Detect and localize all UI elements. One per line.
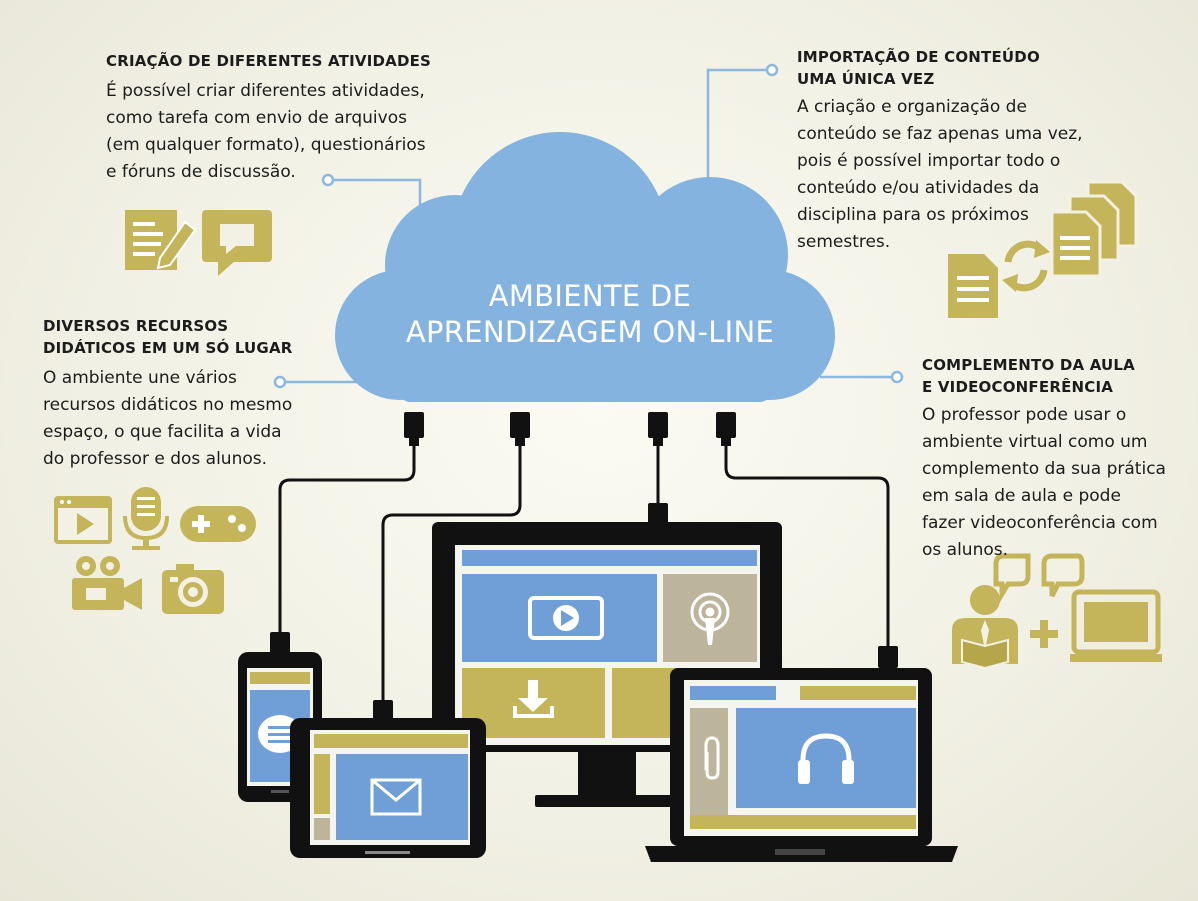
import-text: A criação e organização de conteúdo se f… <box>797 94 1083 256</box>
document-icon <box>948 254 998 318</box>
import-line: disciplina para os próximos <box>797 205 1029 225</box>
import-line: conteúdo e/ou atividades da <box>797 178 1040 198</box>
cable-tablet <box>381 445 522 700</box>
cloud-title: AMBIENTE DE APRENDIZAGEM ON-LINE <box>380 278 800 350</box>
video-line: complemento da sua prática <box>922 459 1166 479</box>
resources-heading-line: DIDÁTICOS EM UM SÓ LUGAR <box>43 339 293 357</box>
cable-laptop <box>724 445 890 648</box>
resources-heading-line: DIVERSOS RECURSOS <box>43 317 229 335</box>
activities-line: (em qualquer formato), questionários <box>106 135 426 155</box>
connector-dot <box>765 63 779 77</box>
play-video-icon <box>528 596 604 640</box>
import-line: semestres. <box>797 232 891 252</box>
teacher-icon <box>952 585 1018 670</box>
import-line: pois é possível importar todo o <box>797 151 1061 171</box>
video-line: O professor pode usar o <box>922 405 1127 425</box>
video-line: os alunos. <box>922 540 1009 560</box>
activities-line: e fóruns de discussão. <box>106 162 296 182</box>
resources-text: O ambiente une vários recursos didáticos… <box>43 365 293 473</box>
resources-line: do professor e dos alunos. <box>43 449 268 469</box>
chat-bubble-icon <box>202 210 272 276</box>
activities-line: É possível criar diferentes atividades, <box>106 81 425 101</box>
paperclip-icon <box>704 736 720 780</box>
cloud-title-line: AMBIENTE DE <box>488 279 692 313</box>
video-line: ambiente virtual como um <box>922 432 1148 452</box>
activities-line: como tarefa com envio de arquivos <box>106 108 407 128</box>
cloud-shape <box>335 132 835 402</box>
connector-dots <box>273 63 904 389</box>
connector-dot <box>273 375 287 389</box>
video-line: em sala de aula e pode <box>922 486 1121 506</box>
plus-icon <box>1030 620 1058 648</box>
cable-phone <box>278 445 416 632</box>
video-section: COMPLEMENTO DA AULA E VIDEOCONFERÊNCIA O… <box>922 354 1166 564</box>
edit-document-icon <box>125 210 197 270</box>
import-line: conteúdo se faz apenas uma vez, <box>797 124 1083 144</box>
envelope-icon <box>370 778 422 816</box>
video-heading-line: E VIDEOCONFERÊNCIA <box>922 378 1114 396</box>
documents-stack-icon <box>1050 180 1138 278</box>
video-player-icon <box>54 496 112 544</box>
laptop-icon <box>1070 589 1162 662</box>
activities-text: É possível criar diferentes atividades, … <box>106 78 431 186</box>
import-heading: IMPORTAÇÃO DE CONTEÚDO UMA ÚNICA VEZ <box>797 46 1083 90</box>
import-section: IMPORTAÇÃO DE CONTEÚDO UMA ÚNICA VEZ A c… <box>797 46 1083 256</box>
video-heading: COMPLEMENTO DA AULA E VIDEOCONFERÊNCIA <box>922 354 1166 398</box>
resources-section: DIVERSOS RECURSOS DIDÁTICOS EM UM SÓ LUG… <box>43 315 293 473</box>
video-heading-line: COMPLEMENTO DA AULA <box>922 356 1135 374</box>
video-camera-icon <box>72 556 142 610</box>
cable-plugs <box>270 412 898 722</box>
video-line: fazer videoconferência com <box>922 513 1158 533</box>
speech-bubble-icon <box>993 553 1085 604</box>
headphones-icon <box>800 733 852 770</box>
photo-camera-icon <box>162 564 224 614</box>
cloud-title-line: APRENDIZAGEM ON-LINE <box>405 315 775 349</box>
connector-dot <box>890 370 904 384</box>
gamepad-icon <box>180 506 256 542</box>
tablet-device <box>290 718 486 858</box>
download-icon <box>513 680 554 718</box>
resources-line: espaço, o que facilita a vida <box>43 422 282 442</box>
activities-section: CRIAÇÃO DE DIFERENTES ATIVIDADES É possí… <box>106 50 431 186</box>
connector-import <box>706 68 770 195</box>
resources-line: O ambiente une vários <box>43 368 237 388</box>
microphone-icon <box>123 487 169 550</box>
import-heading-line: IMPORTAÇÃO DE CONTEÚDO <box>797 48 1040 66</box>
import-heading-line: UMA ÚNICA VEZ <box>797 70 935 88</box>
video-text: O professor pode usar o ambiente virtual… <box>922 402 1166 564</box>
connector-dot <box>321 173 335 187</box>
import-line: A criação e organização de <box>797 97 1027 117</box>
resources-line: recursos didáticos no mesmo <box>43 395 293 415</box>
laptop-device <box>645 668 958 862</box>
activities-heading: CRIAÇÃO DE DIFERENTES ATIVIDADES <box>106 52 432 70</box>
device-cables <box>278 445 890 700</box>
resources-heading: DIVERSOS RECURSOS DIDÁTICOS EM UM SÓ LUG… <box>43 315 293 359</box>
